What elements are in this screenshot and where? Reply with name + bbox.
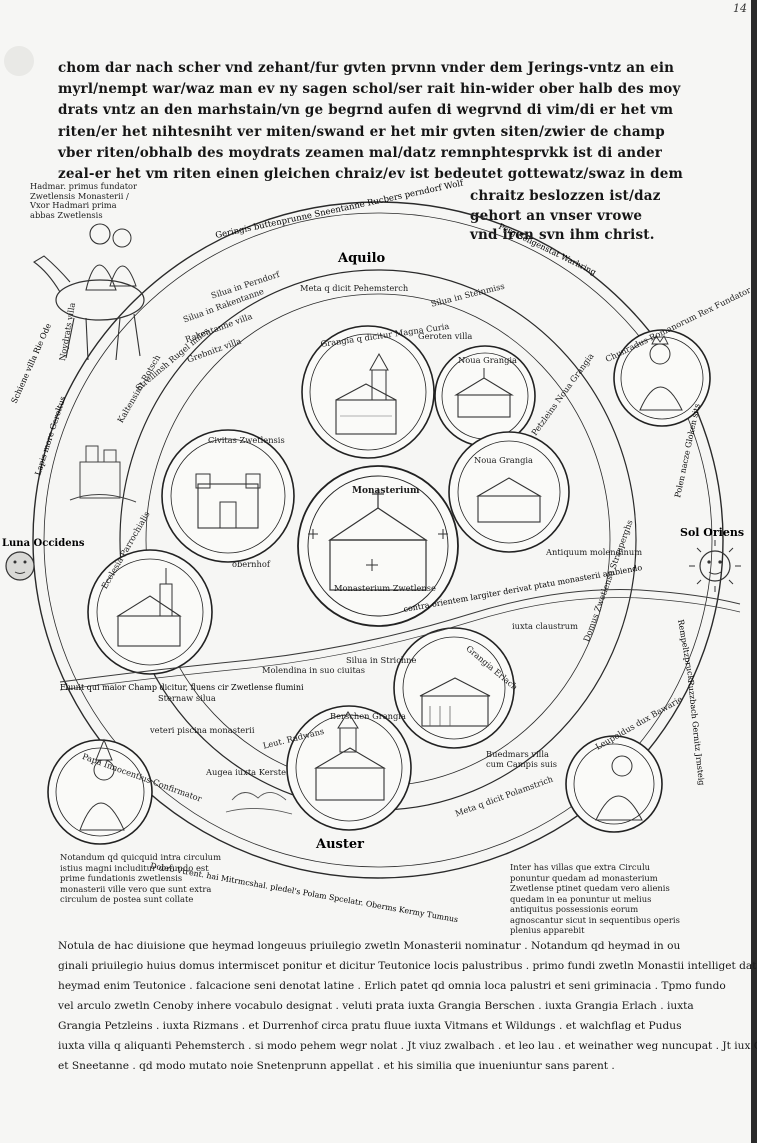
header-line: chom dar nach scher vnd zehant/fur gvten… (58, 60, 675, 76)
castle-sketch (69, 445, 137, 503)
header-line: zeal-er het vm riten einen gleichen chra… (58, 166, 683, 182)
antiquum-molendinum-label: Antiquum molendinum (546, 547, 643, 557)
medallion-caption: Noua Grangia (474, 455, 533, 465)
moon-face (5, 551, 35, 581)
page-stain (4, 46, 34, 76)
monasterium-label: Monasterium (352, 486, 420, 496)
civitas-label: Civitas Zwetlensis (208, 435, 285, 445)
compass-north: Aquilo (337, 251, 386, 266)
iuxta-claustrum-label: iuxta claustrum (512, 621, 578, 631)
geroten-label: Geroten villa (418, 331, 473, 341)
outer-ring-left2-text: Lapis more Geroltus (33, 395, 67, 476)
buedmars-label: Buedmars villa cum Campis suis (486, 749, 558, 769)
notula-line: ginali priuilegio huius domus intermisce… (58, 960, 757, 972)
header-line: myrl/nempt war/waz man ev ny sagen schol… (58, 81, 681, 97)
augea-landscape (225, 792, 293, 815)
medallion-civitas (161, 429, 295, 563)
header-line: drats vntz an den marhstain/vn ge begrnd… (58, 102, 674, 118)
figure-chunradus (613, 329, 711, 427)
figure-leupoldus (565, 735, 663, 833)
figure-papa-innocentius (47, 738, 153, 845)
outer-ring-inner (43, 212, 713, 868)
folio-number: 14 (733, 2, 747, 15)
medallion-petzleins (448, 431, 570, 553)
outer-ring-top-text: Geringis buttenprunne Sneentanne Rucbers… (215, 178, 465, 241)
note-left-corner: Notandum qd quicquid intra circulum isti… (60, 852, 222, 904)
notula-line: Notula de hac diuisione que heymad longe… (58, 940, 681, 952)
outer-ring-left-text: Schiene villa Rie Ode (10, 322, 54, 405)
sun-face (689, 540, 741, 592)
notula-line: vel arculo zwetln Cenoby inhere vocabulo… (58, 1000, 694, 1012)
outer-ring-right-text: Perg Seligenstat Warhring (497, 222, 597, 277)
sternaw-label: Sternaw silua (158, 693, 216, 703)
strichne-label: Silua in Strichne (346, 655, 417, 665)
molendina-label: Molendina in suo ciuitas (262, 665, 365, 675)
compass-east: Sol Oriens (680, 526, 744, 539)
note-right-corner: Inter has villas que extra Circulu ponun… (510, 862, 680, 935)
notula-line: heymad enim Teutonice . falcacione seni … (58, 980, 726, 992)
fluuit-text: Fluuit qui maior Champ dicitur, fluens c… (60, 683, 304, 692)
outer-ring (32, 201, 724, 879)
outer-ring-right4-text: Ruzzbach Gernitz Jrnsteig (686, 679, 706, 786)
header-line: riten/er het nihtesniht ver miten/swand … (58, 124, 665, 140)
compass-south: Auster (315, 837, 364, 852)
medallion-magna-curia (301, 325, 435, 459)
medallion-ecclesia (87, 549, 213, 675)
vetus-note-label: veteri piscina monasterii (150, 725, 255, 735)
medallion-caption: Noua Grangia (458, 355, 517, 365)
augea-label: Augea iuxta Kerste (206, 767, 287, 777)
medallion-berschen (286, 705, 412, 831)
medallion-erlach (393, 627, 515, 749)
rider-note: Hadmar. primus fundator Zwetlensis Monas… (30, 181, 137, 220)
page-edge (751, 0, 757, 1143)
header-line: gehort an vnser vrowe (470, 208, 643, 224)
medallion-caption: Monasterium Zwetlense (334, 583, 436, 593)
header-line: chraitz beslozzen ist/daz (470, 188, 661, 204)
notula-line: iuxta villa q aliquanti Pehemsterch . si… (58, 1040, 757, 1052)
rider-illustration (32, 223, 145, 361)
medallion-caption: Berschen Grangia (330, 711, 406, 721)
obernhof-label: obernhof (232, 559, 270, 569)
header-line: vber riten/obhalb des moydrats zeamen ma… (58, 145, 663, 161)
notula-line: et Sneetanne . qd modo mutato noie Snete… (58, 1060, 615, 1072)
medallion-monasterium (297, 465, 459, 627)
compass-west: Luna Occidens (2, 538, 85, 549)
meta-top-label: Meta q dicit Pehemsterch (300, 283, 409, 293)
notula-line: Grangia Petzleins . iuxta Rizmans . et D… (58, 1020, 682, 1032)
